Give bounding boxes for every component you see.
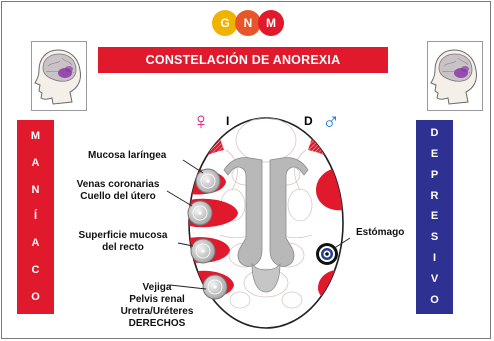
logo-letter-m: M — [258, 10, 284, 36]
gnm-logo: G N M — [212, 10, 284, 36]
sidebar-letter: D — [430, 126, 439, 139]
sidebar-letter: O — [31, 290, 40, 303]
sidebar-letter: S — [430, 231, 439, 244]
logo-letter-g: G — [212, 10, 238, 36]
sidebar-letter: A — [31, 156, 40, 169]
pointer-lines — [166, 159, 351, 290]
sidebar-letter: O — [430, 293, 439, 306]
label-venas-coronarias: Venas coronarias Cuello del útero — [68, 179, 168, 203]
label-superficie-mucosa: Superficie mucosa del recto — [70, 230, 176, 254]
sidebar-maniaco: M A N Í A C O — [17, 120, 54, 314]
page-title: CONSTELACIÓN DE ANOREXIA — [98, 47, 388, 73]
sidebar-letter: Í — [33, 210, 38, 223]
label-line: Uretra/Uréteres — [120, 306, 194, 317]
label-line: Pelvis renal — [129, 294, 185, 305]
sidebar-letter: A — [31, 237, 40, 250]
disc-markers-left — [187, 168, 228, 300]
target-marker-estomago — [316, 243, 338, 265]
sidebar-letter: M — [30, 129, 41, 142]
sidebar-letter: N — [31, 183, 40, 196]
brain-image-right — [427, 41, 483, 111]
label-line: del recto — [102, 242, 144, 253]
label-estomago: Estómago — [356, 227, 405, 238]
label-mucosa-laringea: Mucosa laríngea — [88, 150, 167, 161]
side-label-left: I — [226, 114, 230, 128]
label-line: Vejiga — [142, 282, 172, 293]
female-icon: ♀ — [192, 108, 210, 135]
sidebar-letter: V — [430, 273, 439, 286]
head-brain-icon — [34, 49, 81, 105]
side-label-right: D — [304, 114, 313, 128]
label-line: Superficie mucosa — [78, 230, 168, 241]
sidebar-letter: P — [430, 168, 439, 181]
label-line: Cuello del útero — [80, 191, 156, 202]
sidebar-letter: R — [430, 189, 439, 202]
label-line: Venas coronarias — [76, 179, 160, 190]
sidebar-letter: E — [430, 147, 439, 160]
sidebar-depresivo: D E P R E S I V O — [416, 120, 453, 314]
central-structure-bottom — [251, 262, 281, 293]
label-vejiga-group: Vejiga Pelvis renal Uretra/Uréteres DERE… — [114, 282, 200, 330]
sidebar-letter: E — [430, 210, 439, 223]
label-line: DERECHOS — [128, 318, 186, 329]
logo-letter-n: N — [235, 10, 261, 36]
sidebar-letter: I — [432, 252, 437, 265]
male-icon: ♂ — [322, 108, 340, 135]
brain-image-left — [31, 41, 87, 111]
head-brain-icon — [430, 49, 477, 105]
sidebar-letter: C — [31, 264, 40, 277]
